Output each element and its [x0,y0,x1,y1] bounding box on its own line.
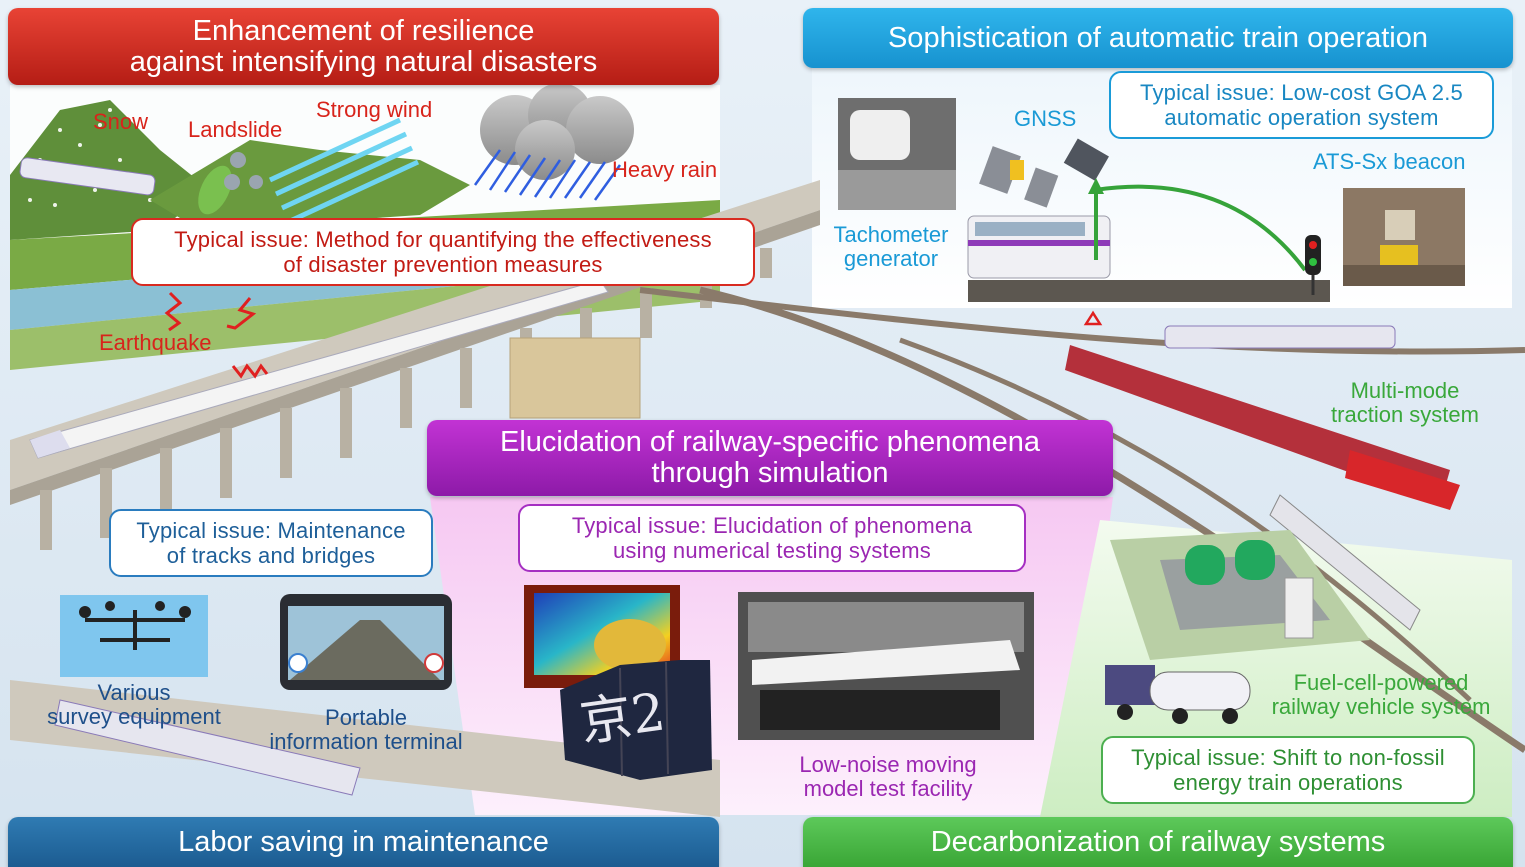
issue-disaster-prevention: Typical issue: Method for quantifying th… [131,218,755,286]
signal-icon [1305,235,1321,295]
commuter-train-3 [54,699,361,796]
label-landslide: Landslide [188,117,283,142]
issue-phenomena: Typical issue: Elucidation of phenomena … [518,504,1026,572]
hill [150,140,470,230]
issue-goa: Typical issue: Low-cost GOA 2.5 automati… [1109,71,1494,139]
label-earthquake: Earthquake [99,330,212,355]
label-information-terminal: Portable information terminal [269,705,463,754]
label-heavy-rain: Heavy rain [612,157,718,182]
earthquake-icon [164,291,269,379]
header-simulation: Elucidation of railway-specific phenomen… [427,420,1113,496]
up-arrow-icon [1088,178,1104,194]
drone-icon [85,610,185,650]
issue-maintenance: Typical issue: Maintenance of tracks and… [109,509,433,577]
cloud-icon [480,83,634,180]
satellite-icon [979,138,1109,208]
header-labor-saving: Labor saving in maintenance [8,817,719,867]
stop-icon [424,653,444,673]
fuel-cell-train [1269,494,1421,631]
gnss-train [967,215,1111,279]
header-resilience: Enhancement of resilience against intens… [8,8,719,85]
tanker-truck [1105,665,1251,724]
shinkansen-train [29,279,609,459]
label-tachometer: Tachometer generator [833,222,949,271]
label-fuel-cell: Fuel-cell-powered railway vehicle system [1271,670,1491,719]
label-ats-beacon: ATS-Sx beacon [1313,149,1466,174]
lower-viaduct [10,680,720,817]
issue-energy: Typical issue: Shift to non-fossil energ… [1101,736,1475,804]
label-snow: Snow [93,109,149,134]
label-low-noise-facility: Low-noise moving model test facility [799,752,977,801]
label-strong-wind: Strong wind [316,97,433,122]
label-survey-equipment: Various survey equipment [47,680,221,729]
electric-locomotive [1065,345,1460,510]
supercomputer-photo [560,660,712,780]
commuter-train [19,157,156,196]
building [509,337,641,419]
label-multimode: Multi-mode traction system [1331,378,1479,427]
track [968,280,1330,302]
label-gnss: GNSS [1014,106,1077,131]
header-decarbonization: Decarbonization of railway systems [803,817,1513,867]
play-icon [288,653,308,673]
supercomputer-logo: 京2 [576,682,669,754]
rain-icon [473,149,622,201]
header-automatic-operation: Sophistication of automatic train operat… [803,8,1513,68]
warning-triangle-icon [1083,310,1103,326]
commuter-train-2 [1164,325,1396,349]
